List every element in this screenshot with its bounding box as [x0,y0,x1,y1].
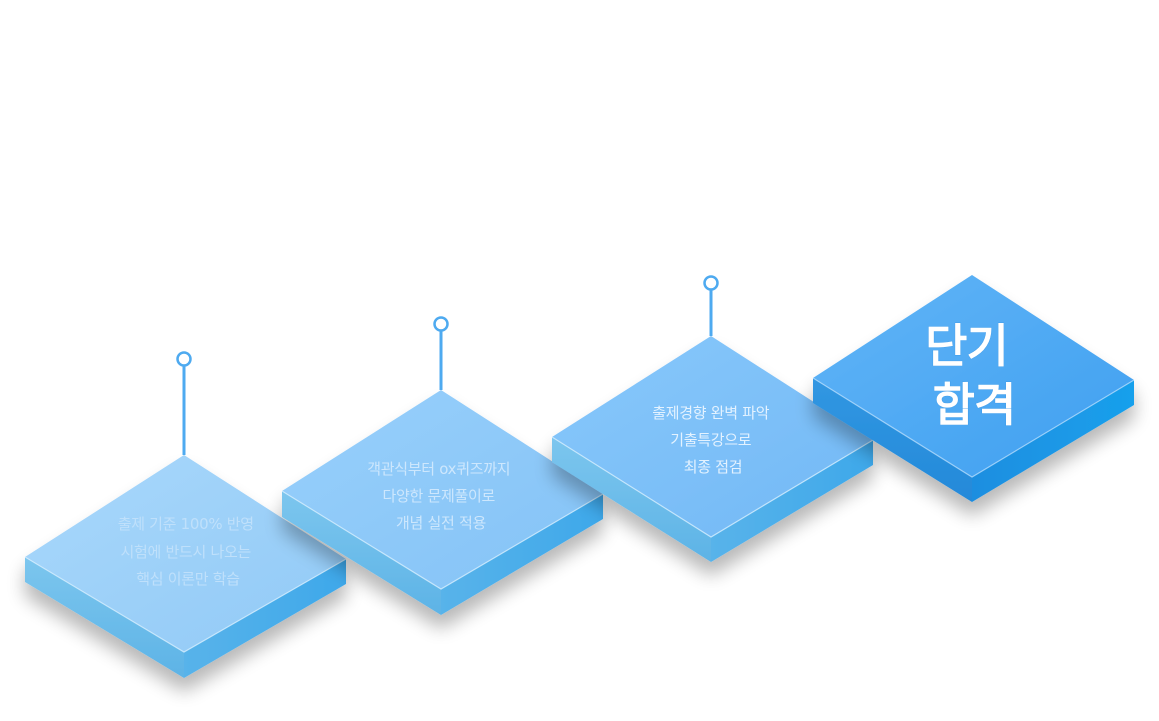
goal-block [812,275,1135,502]
step-2-connector [433,316,449,390]
step-3-connector [703,275,719,336]
step-1-block [24,455,347,678]
step-1-connector [176,351,192,455]
step-1-text: 출제 기준 100% 반영 시험에 반드시 나오는 핵심 이론만 학습 [118,515,259,588]
goal-text: 단기 합격 [925,319,1023,432]
step-2-text: 객관식부터 ox퀴즈까지 다양한 문제풀이로 개념 실전 적용 [367,460,514,532]
step-3-text: 출제경향 완벽 파악 기출특강으로 최종 점검 [652,404,773,476]
step-2-block [281,390,604,615]
step-3-block [551,336,874,562]
